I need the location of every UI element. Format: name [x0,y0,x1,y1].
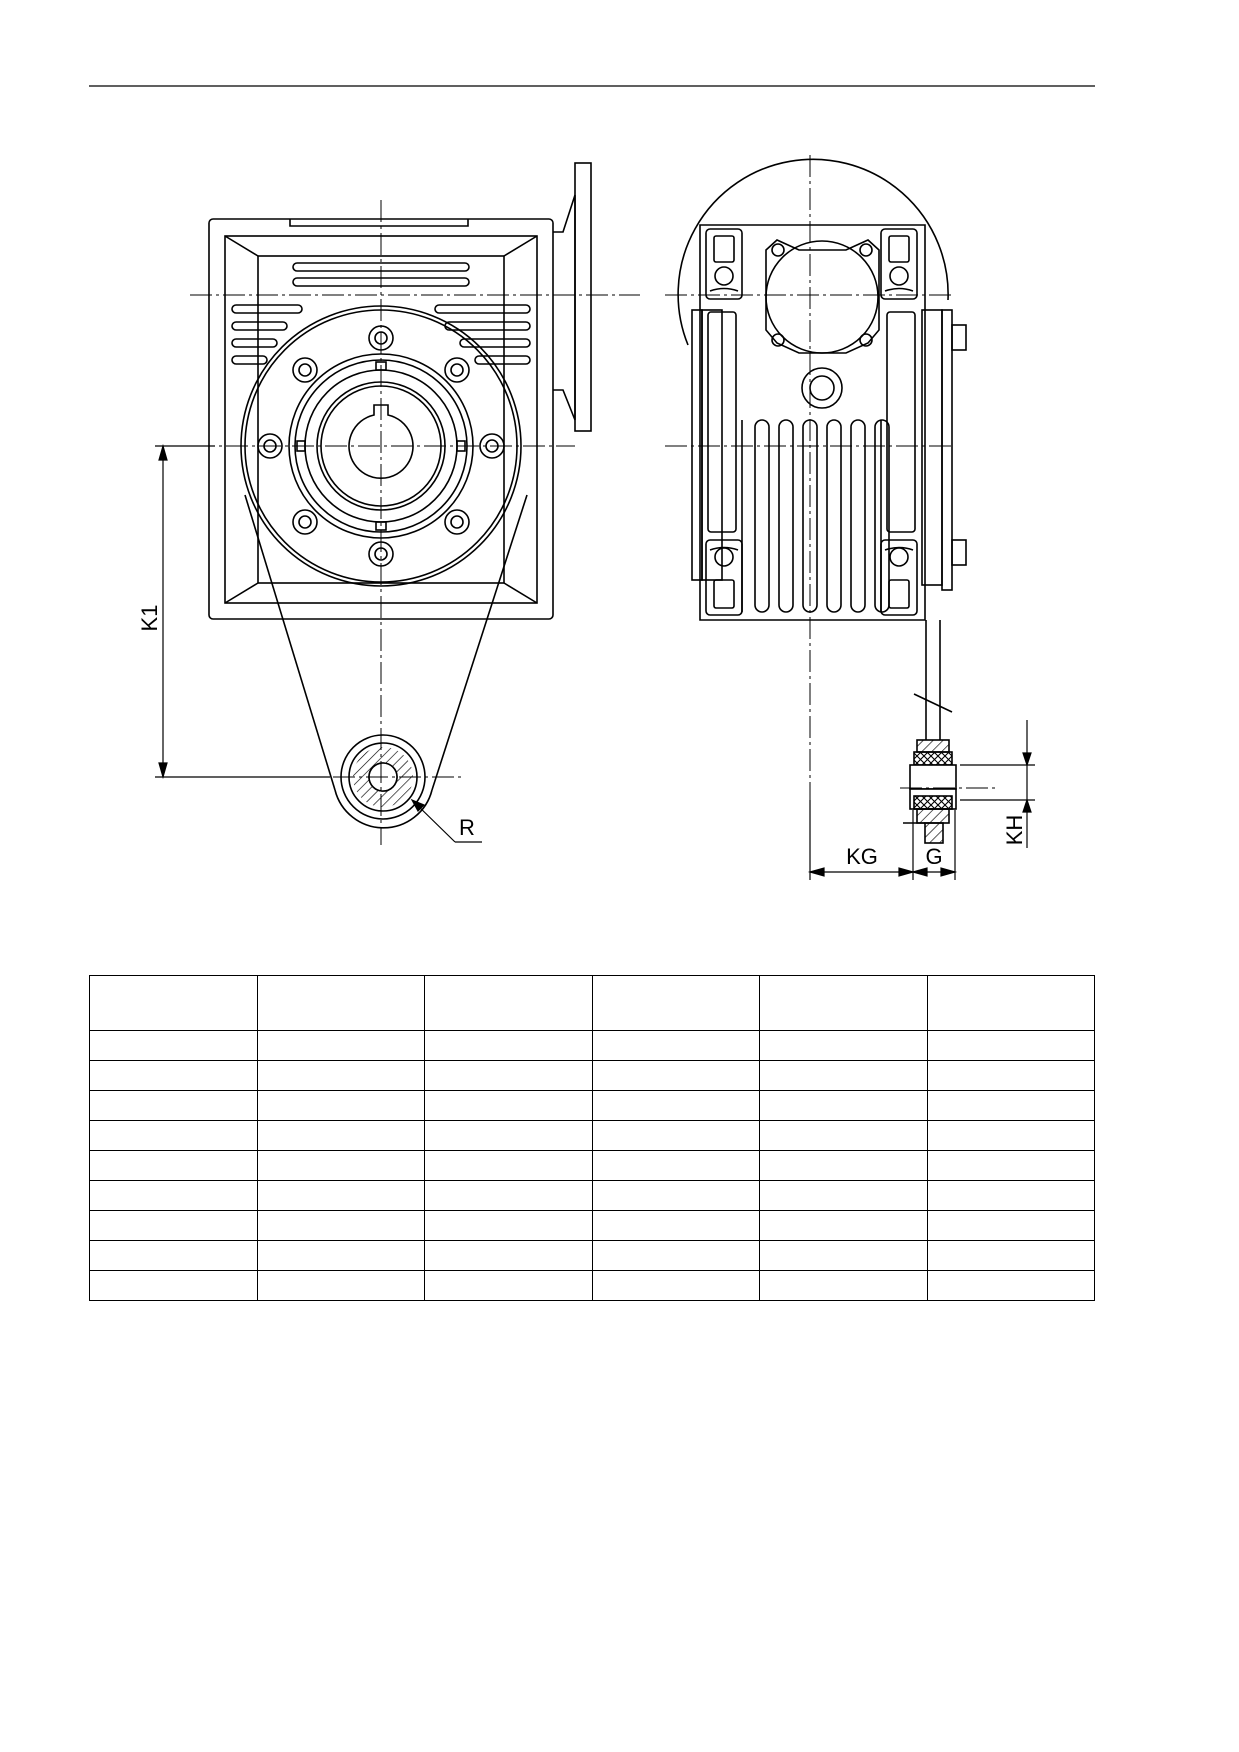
table-row [89,1270,1095,1301]
table-cell [256,1090,425,1121]
front-view [208,162,592,829]
table-header-cell [89,975,258,1031]
table-cell [759,1030,928,1061]
table-cell [424,1060,593,1091]
table-cell [424,1240,593,1271]
table-cell [424,1090,593,1121]
front-centerlines [160,200,640,845]
table-cell [89,1240,258,1271]
g-label: G [925,844,942,869]
table-cell [256,1060,425,1091]
table-cell [759,1060,928,1091]
table-cell [424,1180,593,1211]
table-cell [759,1120,928,1151]
table-cell [89,1120,258,1151]
table-cell [926,1240,1095,1271]
table-body [89,1030,1095,1301]
table-cell [926,1120,1095,1151]
table-header-cell [759,975,928,1031]
table-cell [591,1210,760,1241]
table-cell [759,1180,928,1211]
table-row [89,1180,1095,1211]
table-header-row [89,975,1095,1031]
table-cell [926,1180,1095,1211]
table-cell [591,1090,760,1121]
table-cell [89,1090,258,1121]
table-header-cell [926,975,1095,1031]
table-cell [759,1150,928,1181]
table-cell [926,1060,1095,1091]
table-cell [89,1060,258,1091]
dimension-table [89,975,1095,1301]
side-centerlines [665,155,995,870]
table-cell [256,1120,425,1151]
table-row [89,1150,1095,1181]
table-cell [926,1150,1095,1181]
table-cell [89,1180,258,1211]
table-cell [591,1150,760,1181]
kg-g-dimension [807,800,958,880]
kg-label: KG [846,844,878,869]
kh-label: KH [1002,815,1027,846]
table-cell [926,1090,1095,1121]
table-cell [424,1150,593,1181]
kh-dimension [960,720,1035,848]
table-cell [591,1120,760,1151]
gearbox-technical-drawing: K1 R [89,85,1095,880]
side-view [677,158,967,740]
table-cell [926,1270,1095,1301]
bushing-side-section [903,739,957,844]
r-leader [410,798,482,843]
table-cell [256,1210,425,1241]
table-cell [759,1090,928,1121]
table-cell [256,1030,425,1061]
table-row [89,1030,1095,1061]
table-cell [759,1210,928,1241]
table-cell [424,1120,593,1151]
table-cell [591,1240,760,1271]
table-header-cell [424,975,593,1031]
table-header-cell [256,975,425,1031]
table-cell [89,1030,258,1061]
table-cell [759,1270,928,1301]
table-row [89,1210,1095,1241]
r-label: R [459,815,475,840]
table-cell [89,1150,258,1181]
table-cell [591,1060,760,1091]
table-cell [89,1210,258,1241]
table-cell [591,1270,760,1301]
table-cell [256,1150,425,1181]
table-row [89,1240,1095,1271]
table-row [89,1060,1095,1091]
table-row [89,1090,1095,1121]
table-cell [256,1240,425,1271]
table-cell [256,1180,425,1211]
k1-label: K1 [137,605,162,632]
table-cell [424,1270,593,1301]
table-cell [926,1030,1095,1061]
table-cell [256,1270,425,1301]
table-cell [424,1210,593,1241]
table-row [89,1120,1095,1151]
table-cell [759,1240,928,1271]
table-cell [591,1030,760,1061]
table-header-cell [591,975,760,1031]
table-cell [89,1270,258,1301]
k1-dimension [155,443,330,780]
table-cell [926,1210,1095,1241]
table-cell [424,1030,593,1061]
table-cell [591,1180,760,1211]
